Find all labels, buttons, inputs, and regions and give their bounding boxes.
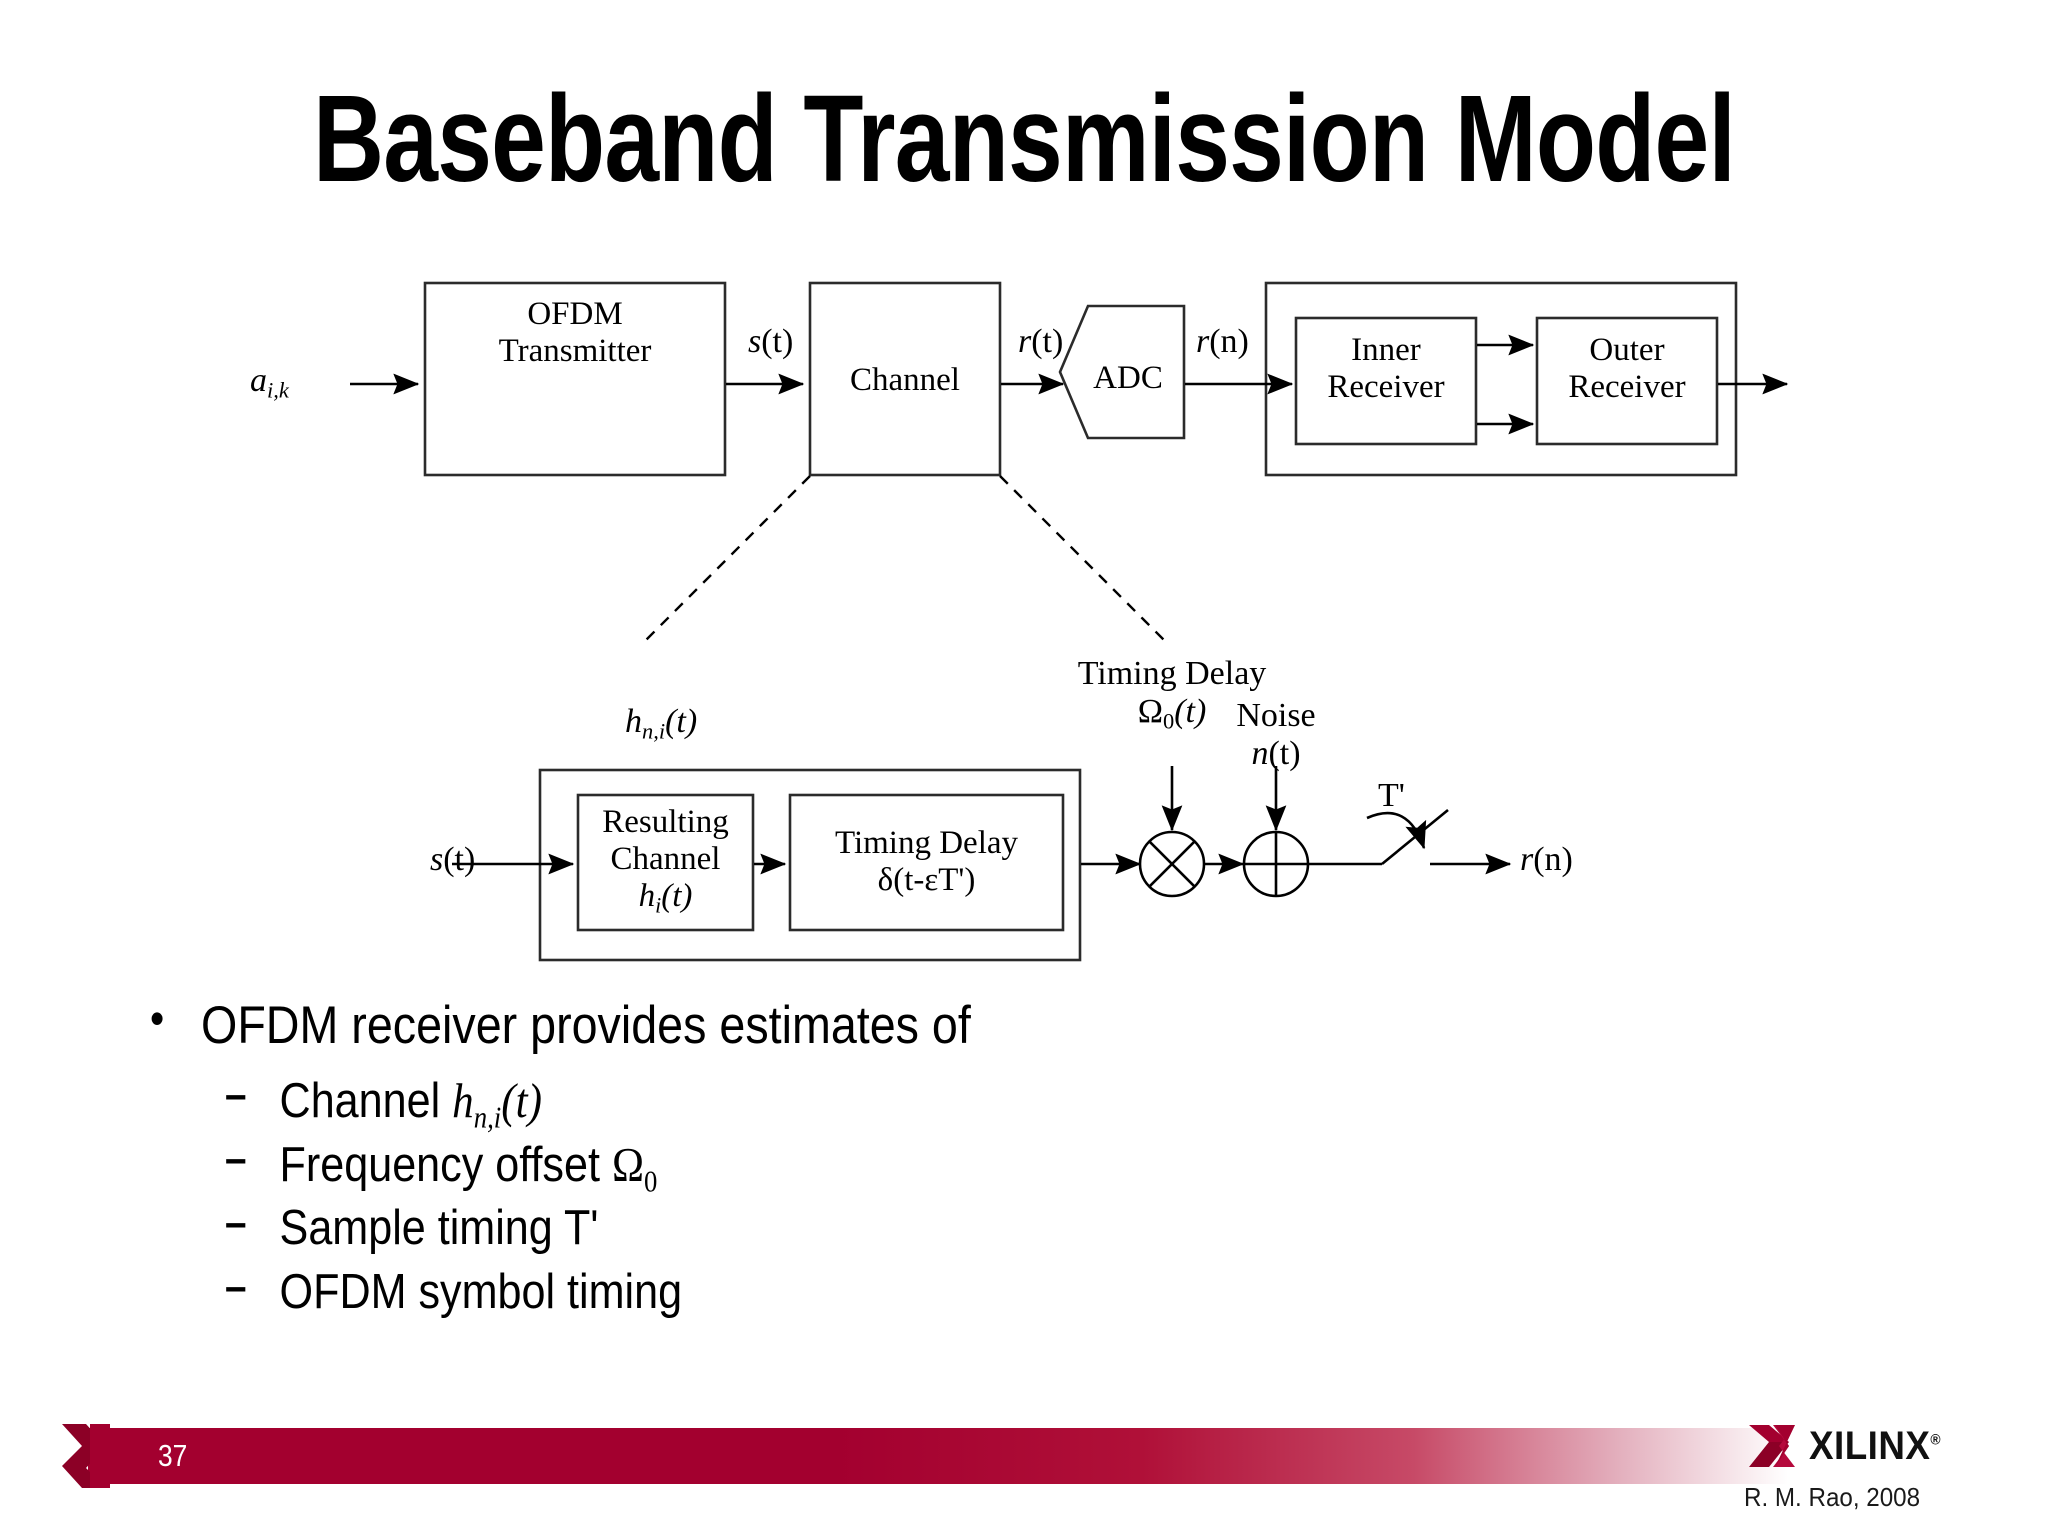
- box-resulting-channel: [576, 793, 755, 932]
- bullet-symbol-timing: – OFDM symbol timing: [225, 1262, 1479, 1328]
- label-signal-rt: r(t): [1018, 323, 1064, 360]
- label-adc: ADC: [1093, 360, 1163, 396]
- bullet-channel: – Channel hn,i(t): [225, 1070, 1479, 1136]
- label-sampler-period: T': [1378, 777, 1405, 814]
- bullet-marker-dash: –: [225, 1198, 247, 1247]
- bullet-level1-text: OFDM receiver provides estimates of: [201, 996, 971, 1055]
- box-outer-receiver: [1535, 316, 1719, 446]
- page-number: 37: [158, 1438, 188, 1473]
- label-channel: Channel: [850, 362, 960, 398]
- channel-detail-arrows: [452, 766, 1382, 875]
- xilinx-mark-icon: [1749, 1425, 1795, 1467]
- expansion-guides: [644, 475, 1166, 642]
- footer-chevron-icon: [62, 1424, 110, 1488]
- xilinx-wordmark: XILINX®: [1809, 1423, 1941, 1468]
- box-inner-receiver: [1294, 316, 1478, 446]
- sampler-switch: [1366, 808, 1512, 875]
- page-title: Baseband Transmission Model: [313, 71, 1736, 208]
- box-adc: [1058, 304, 1186, 440]
- bullet-marker-dash: –: [225, 1262, 247, 1311]
- guide-right: [999, 475, 1166, 642]
- bullet-level1: • OFDM receiver provides estimates of: [150, 992, 1470, 1072]
- label-signal-rn: r(n): [1196, 323, 1249, 360]
- label-signal-st: s(t): [748, 323, 794, 360]
- bullet-sample-timing-text: Sample timing T': [279, 1201, 599, 1255]
- box-channel: [808, 281, 1002, 477]
- label-detail-output-rn: r(n): [1520, 841, 1573, 878]
- top-diagram-arrows: [350, 334, 1789, 435]
- bullet-marker-dash: –: [225, 1134, 247, 1183]
- top-diagram-shapes: [423, 281, 1738, 477]
- bullet-marker-dot: •: [150, 992, 165, 1044]
- bullet-frequency-offset-text: Frequency offset Ω0: [279, 1137, 658, 1199]
- bullet-symbol-timing-text: OFDM symbol timing: [279, 1265, 683, 1319]
- footer-bar: [88, 1428, 1788, 1484]
- box-timing-delay: [788, 793, 1065, 932]
- box-receiver-group: [1264, 281, 1738, 477]
- bullet-channel-text: Channel hn,i(t): [279, 1073, 542, 1135]
- label-hni-of-t: hn,i(t): [625, 703, 698, 744]
- label-detail-input-st: s(t): [430, 841, 476, 878]
- box-ofdm-transmitter: [423, 281, 727, 477]
- bullet-list: • OFDM receiver provides estimates of – …: [150, 992, 1650, 1328]
- label-input-aik: ai,k: [250, 362, 289, 403]
- adder-symbol: [1242, 830, 1310, 898]
- bullet-marker-dash: –: [225, 1070, 247, 1119]
- mixer-symbol: [1138, 830, 1206, 898]
- xilinx-logo: XILINX®: [1745, 1421, 1980, 1471]
- bullet-sample-timing: – Sample timing T': [225, 1198, 1479, 1264]
- guide-left: [644, 475, 811, 642]
- bullet-frequency-offset: – Frequency offset Ω0: [225, 1134, 1479, 1200]
- footer-credit: R. M. Rao, 2008: [1744, 1482, 1921, 1512]
